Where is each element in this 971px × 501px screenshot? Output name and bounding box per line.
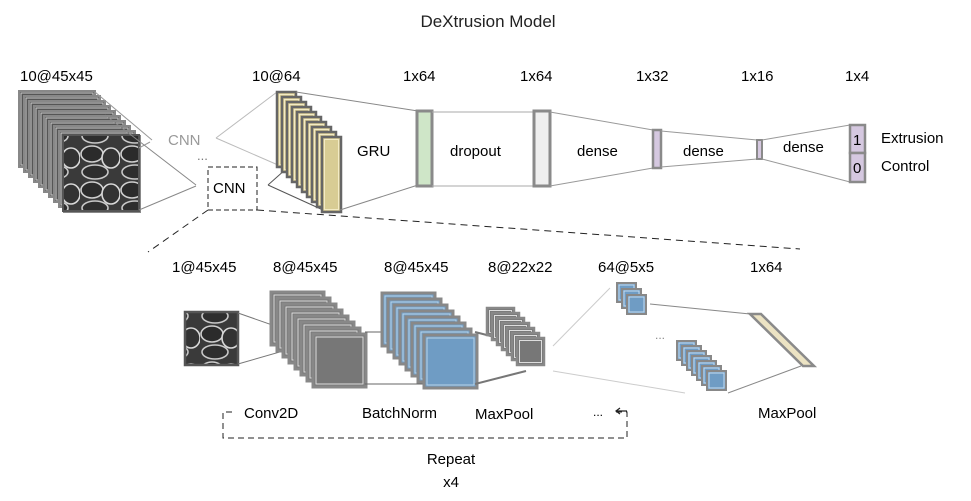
gru-input-shape-label: 10@64	[252, 68, 301, 85]
connector-line	[552, 370, 686, 394]
connector-line	[761, 158, 851, 183]
layer-shape-label: 1x64	[520, 68, 553, 85]
feature-map-layer	[311, 332, 368, 389]
connector-line	[138, 185, 197, 211]
op-label-maxpool-final: MaxPool	[758, 405, 816, 422]
feature-map-inner-border	[324, 139, 339, 210]
connector-line	[649, 303, 751, 315]
output-cell-control	[848, 151, 867, 184]
op-label-batchnorm: BatchNorm	[362, 405, 437, 422]
repeat-label: Repeat	[427, 451, 476, 468]
output-value: 1	[853, 132, 861, 149]
feature-ellipsis: ...	[655, 328, 665, 342]
connector-line	[295, 91, 419, 112]
connector-line	[94, 91, 153, 141]
feature-map-layer	[422, 333, 479, 390]
cnn-faded-label: CNN	[168, 132, 201, 149]
feature-map-inner-border	[426, 337, 475, 386]
connector-line	[267, 184, 324, 211]
cnn-block-dashed	[207, 166, 258, 211]
flattened-vector	[746, 312, 818, 368]
dropout-output-vector	[532, 109, 552, 188]
zoom-guide-line	[256, 209, 801, 250]
feature-map-inner-border	[628, 296, 645, 313]
connector-line	[761, 124, 851, 141]
repeat-count: x4	[443, 474, 459, 491]
final-feature-stack-bottom	[676, 340, 727, 391]
connector-line	[727, 365, 802, 394]
op-label-dense: dense	[783, 139, 824, 156]
final-feature-stack-top	[616, 282, 647, 315]
conv2d-feature-stack	[269, 290, 368, 389]
cnn-ellipsis: ...	[197, 148, 208, 163]
repeat-ellipsis: ...	[593, 405, 603, 419]
cnn-shape-label: 8@22x22	[488, 259, 552, 276]
cnn-label: CNN	[213, 180, 246, 197]
op-label-dense: dense	[683, 143, 724, 160]
dense16-vector	[756, 139, 763, 160]
input-image	[62, 134, 140, 212]
cnn-shape-label: 64@5x5	[598, 259, 654, 276]
connector-line	[549, 111, 654, 131]
connector-line	[339, 184, 419, 211]
maxpool-feature-stack	[485, 306, 546, 367]
cnn-shape-label: 8@45x45	[273, 259, 337, 276]
connector-line	[552, 287, 611, 347]
feature-map-layer	[320, 135, 343, 214]
op-label-dense: dense	[577, 143, 618, 160]
zoom-guide-line	[147, 209, 209, 253]
feature-map-inner-border	[315, 336, 364, 385]
connector-line	[474, 370, 527, 385]
connector-line	[660, 130, 758, 141]
op-label-dropout: dropout	[450, 143, 502, 160]
layer-shape-label: 1x4	[845, 68, 869, 85]
input-shape-label: 10@45x45	[20, 68, 93, 85]
gru-label: GRU	[357, 143, 390, 160]
gru-feature-stack	[275, 90, 343, 214]
connector-line	[660, 158, 758, 168]
connector-line	[104, 114, 197, 186]
feature-map-inner-border	[708, 372, 725, 389]
output-value: 0	[853, 160, 861, 177]
cnn-shape-label: 8@45x45	[384, 259, 448, 276]
layer-shape-label: 1x16	[741, 68, 774, 85]
layer-shape-label: 1x32	[636, 68, 669, 85]
diagram-title: DeXtrusion Model	[420, 12, 555, 31]
connector-line	[215, 137, 279, 166]
feature-map-layer	[515, 336, 546, 367]
output-label-control: Control	[881, 158, 929, 175]
op-label-maxpool: MaxPool	[475, 406, 533, 423]
feature-map-layer	[626, 294, 647, 315]
feature-map-inner-border	[519, 340, 542, 363]
connector-line	[549, 167, 654, 187]
op-label-conv2d: Conv2D	[244, 405, 298, 422]
cnn-shape-label: 1@45x45	[172, 259, 236, 276]
feature-map-layer	[706, 370, 727, 391]
cnn-shape-label: 1x64	[750, 259, 783, 276]
gru-output-vector	[415, 109, 434, 188]
output-label-extrusion: Extrusion	[881, 130, 944, 147]
repeat-arrow-icon	[615, 407, 627, 415]
dense32-vector	[651, 128, 663, 170]
layer-shape-label: 1x64	[403, 68, 436, 85]
batchnorm-feature-stack	[380, 291, 479, 390]
cnn-input-image	[183, 310, 240, 367]
connector-line	[215, 91, 278, 139]
